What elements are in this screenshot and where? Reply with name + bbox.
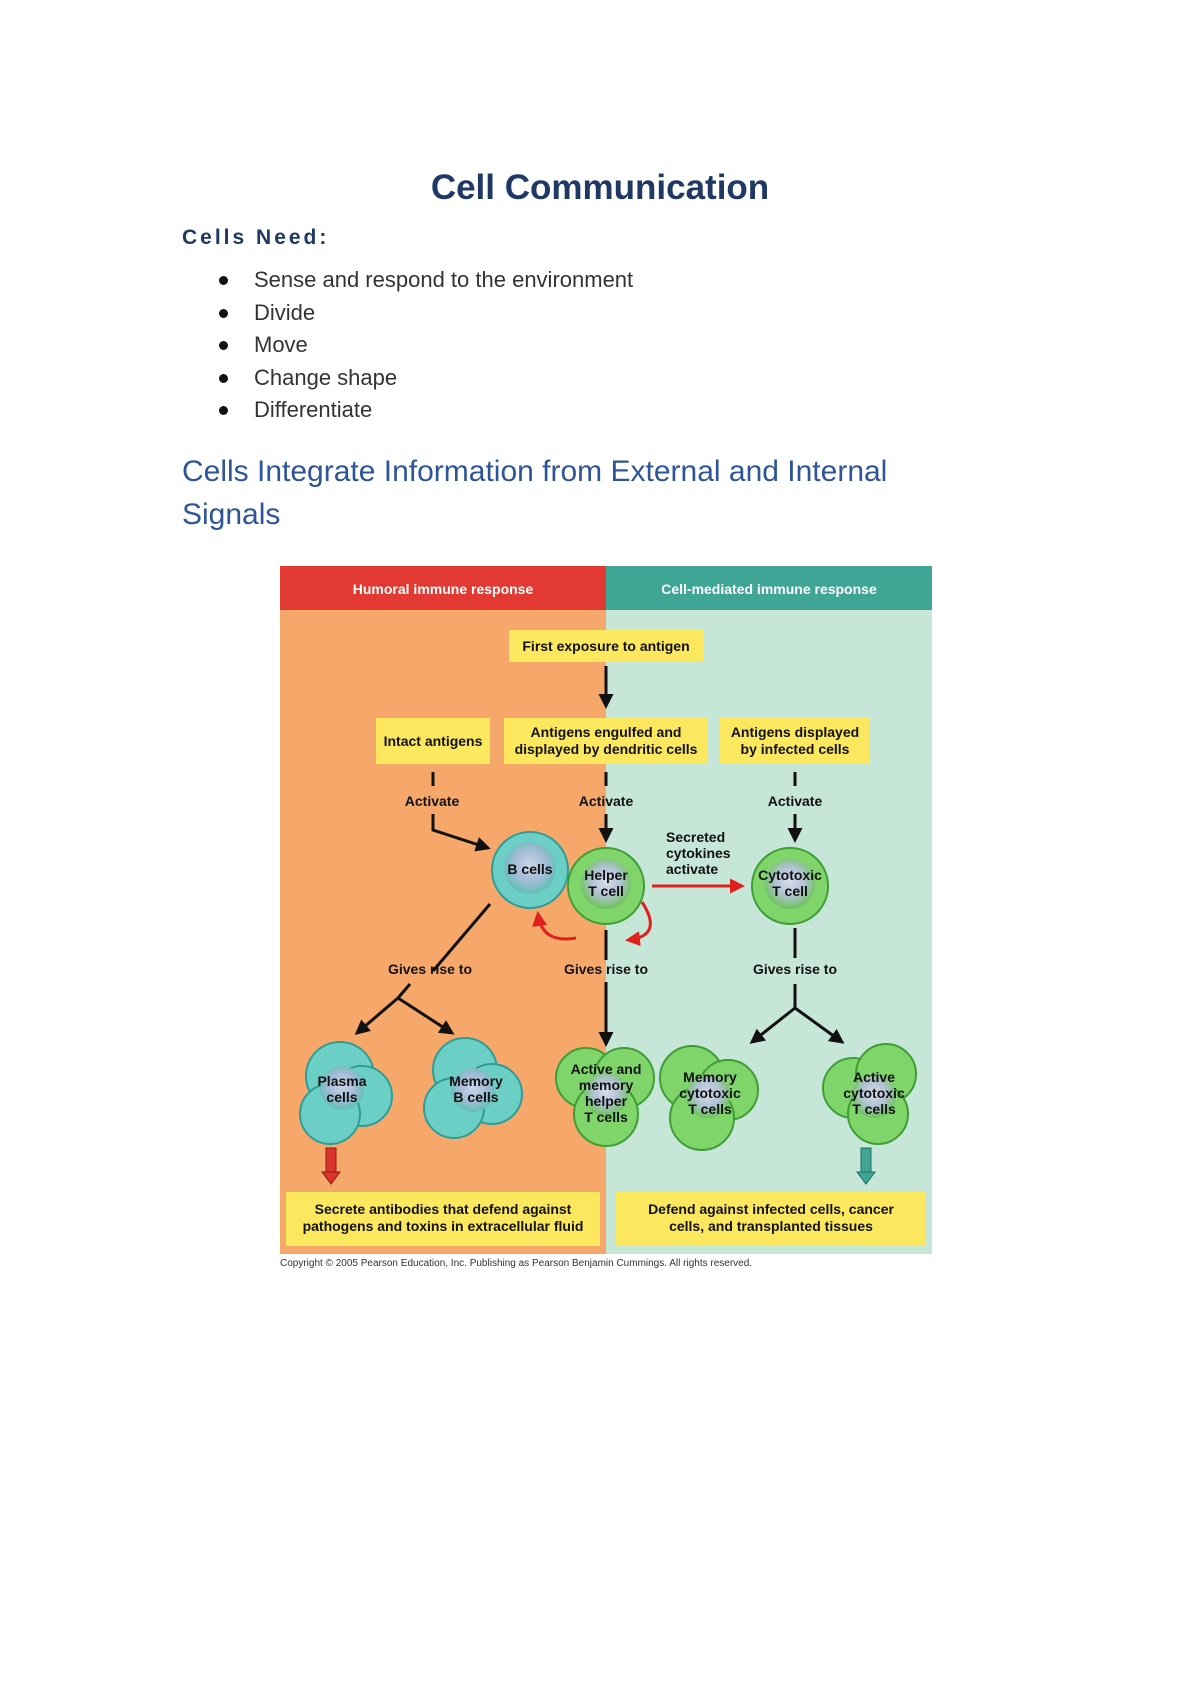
needs-list: Sense and respond to the environment Div…: [182, 264, 633, 427]
bullet-icon: [219, 341, 228, 350]
defend-label-line1: Defend against infected cells, cancer: [648, 1201, 894, 1217]
engulfed-label-line1: Antigens engulfed and: [531, 724, 682, 740]
bullet-icon: [219, 308, 228, 318]
list-item-text: Divide: [254, 299, 316, 325]
to-memory-cyto-arrow: [749, 1006, 796, 1044]
immune-response-diagram: Humoral immune response Cell-mediated im…: [280, 566, 932, 1254]
secrete-antibodies-box: [286, 1192, 600, 1246]
cells-need-subheading: Cells Need:: [182, 226, 330, 249]
immune-response-svg: Humoral immune response Cell-mediated im…: [280, 566, 932, 1254]
gives-rise-label-center: Gives rise to: [564, 961, 648, 977]
list-item-text: Move: [254, 332, 308, 357]
cytotoxic-output-arrow-head: [856, 1171, 876, 1185]
first-exposure-box: [509, 630, 703, 662]
memory-cyto-label-line1: Memory: [683, 1069, 737, 1085]
secrete-label-line2: pathogens and toxins in extracellular fl…: [303, 1218, 584, 1234]
infected-antigens-box: [720, 718, 870, 764]
activate-label-left: Activate: [405, 793, 460, 809]
list-item-text: Sense and respond to the environment: [254, 267, 634, 292]
memory-b-cells-icon: [423, 1037, 523, 1139]
memory-cyto-label-line2: cytotoxic: [679, 1085, 741, 1101]
gives-rise-label-right: Gives rise to: [753, 961, 837, 977]
memory-cytotoxic-t-cells-icon: [659, 1045, 759, 1151]
intact-antigens-label: Intact antigens: [384, 733, 483, 749]
secrete-label-line1: Secrete antibodies that defend against: [315, 1201, 572, 1217]
defend-label-line2: cells, and transplanted tissues: [669, 1218, 873, 1234]
plasma-label-line2: cells: [326, 1089, 357, 1105]
plasma-output-arrow-shaft: [325, 1147, 337, 1173]
active-memory-label-line3: helper: [585, 1093, 628, 1109]
cytotoxic-label-line1: Cytotoxic: [758, 867, 822, 883]
cell-mediated-header: Cell-mediated immune response: [661, 581, 877, 597]
list-item: Sense and respond to the environment: [182, 264, 633, 297]
cytotoxic-t-cell-nucleus: [765, 859, 815, 909]
defend-box: [616, 1192, 926, 1246]
cytotoxic-output-arrow-shaft: [860, 1147, 872, 1173]
active-cyto-label-line3: T cells: [852, 1101, 896, 1117]
bullet-icon: [219, 276, 228, 285]
humoral-header: Humoral immune response: [353, 581, 534, 597]
active-memory-label-line2: memory: [579, 1077, 634, 1093]
intact-antigens-box: [376, 718, 490, 764]
humoral-header-bar: [280, 566, 606, 610]
helper-label-line2: T cell: [588, 883, 624, 899]
active-cyto-label-line1: Active: [853, 1069, 895, 1085]
helper-label-line1: Helper: [584, 867, 628, 883]
b-cells-label: B cells: [507, 861, 552, 877]
secreted-label-line1: Secreted: [666, 829, 725, 845]
bullet-icon: [219, 373, 228, 383]
page-title: Cell Communication: [430, 168, 770, 207]
b-cell-nucleus: [504, 842, 556, 894]
list-item: Move: [182, 329, 633, 362]
activate-label-center: Activate: [579, 793, 634, 809]
first-exposure-label: First exposure to antigen: [522, 638, 689, 654]
secreted-label-line3: activate: [666, 861, 718, 877]
helper-to-b-arrow: [532, 911, 577, 941]
list-item: Change shape: [182, 362, 633, 395]
gives-rise-label-left: Gives rise to: [388, 961, 472, 977]
bullet-icon: [219, 406, 228, 415]
b-branch-stem: [396, 983, 412, 999]
helper-t-cell-nucleus: [581, 859, 631, 909]
plasma-label-line1: Plasma: [317, 1073, 366, 1089]
to-memory-b-arrow: [397, 996, 455, 1035]
list-item-text: Change shape: [254, 364, 398, 390]
to-plasma-arrow: [354, 996, 399, 1035]
active-cyto-label-line2: cytotoxic: [843, 1085, 905, 1101]
copyright-text: Copyright © 2005 Pearson Education, Inc.…: [280, 1258, 753, 1269]
plasma-output-arrow-head: [321, 1171, 341, 1185]
helper-self-arrow: [625, 901, 652, 947]
memory-cyto-label-line3: T cells: [688, 1101, 732, 1117]
activate-label-right: Activate: [768, 793, 823, 809]
secreted-label-line2: cytokines: [666, 845, 731, 861]
active-cytotoxic-t-cells-icon: [822, 1043, 917, 1145]
activate-b-arrow: [431, 814, 491, 852]
section-heading: Cells Integrate Information from Externa…: [182, 455, 888, 531]
memory-b-label-line1: Memory: [449, 1073, 503, 1089]
engulfed-label-line2: displayed by dendritic cells: [515, 741, 698, 757]
memory-b-label-line2: B cells: [453, 1089, 498, 1105]
cytotoxic-label-line2: T cell: [772, 883, 808, 899]
list-item: Divide: [182, 297, 633, 330]
list-item-text: Differentiate: [254, 397, 373, 422]
to-active-cyto-arrow: [794, 1006, 845, 1044]
active-memory-label-line1: Active and: [571, 1061, 642, 1077]
infected-label-line2: by infected cells: [741, 741, 850, 757]
active-memory-label-line4: T cells: [584, 1109, 628, 1125]
active-memory-helper-t-cells-icon: [555, 1047, 655, 1147]
list-item: Differentiate: [182, 394, 633, 427]
engulfed-antigens-box: [504, 718, 708, 764]
infected-label-line1: Antigens displayed: [731, 724, 859, 740]
plasma-cells-icon: [299, 1041, 393, 1145]
b-gives-rise-line: [431, 903, 492, 972]
cell-mediated-header-bar: [606, 566, 932, 610]
